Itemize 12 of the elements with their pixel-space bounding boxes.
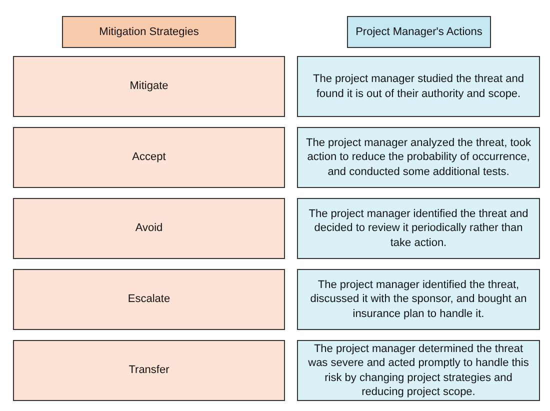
- column-header: Project Manager's Actions: [347, 16, 491, 48]
- strategy-box: Mitigate: [13, 56, 285, 117]
- strategy-box: Transfer: [13, 340, 285, 401]
- action-box: The project manager determined the threat was severe and acted promptly to handle this risk by changing project strategies and reducing project scope.: [297, 340, 540, 401]
- strategy-box: Accept: [13, 127, 285, 188]
- strategy-box: Avoid: [13, 198, 285, 259]
- action-box: The project manager identified the threat and decided to review it periodically rather than take action.: [297, 198, 540, 259]
- column-header: Mitigation Strategies: [62, 16, 236, 48]
- action-box: The project manager analyzed the threat, took action to reduce the probability of occurrence, and conducted some additional tests.: [297, 127, 540, 188]
- strategy-box: Escalate: [13, 269, 285, 330]
- action-box: The project manager identified the threat, discussed it with the sponsor, and bought an insurance plan to handle it.: [297, 269, 540, 330]
- action-box: The project manager studied the threat and found it is out of their authority and scope.: [297, 56, 540, 117]
